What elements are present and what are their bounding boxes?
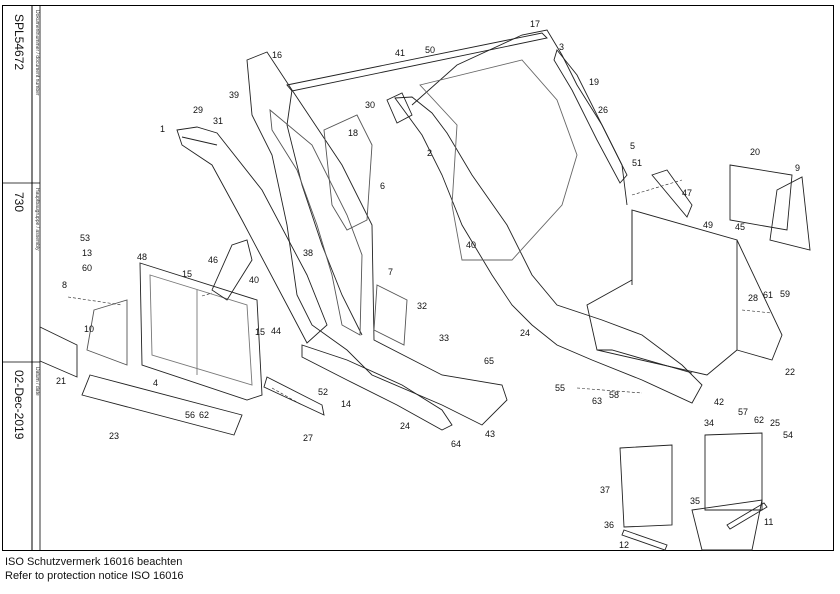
callout-label: 8 <box>62 280 67 290</box>
callout-label: 2 <box>427 148 432 158</box>
document-number-label: Dokumentnummer / document number <box>34 10 40 96</box>
callout-label: 55 <box>555 383 565 393</box>
footer-notes: ISO Schutzvermerk 16016 beachten Refer t… <box>5 555 184 583</box>
callout-label: 24 <box>400 421 410 431</box>
callout-label: 23 <box>109 431 119 441</box>
callout-label: 44 <box>271 326 281 336</box>
callout-label: 63 <box>592 396 602 406</box>
callout-label: 49 <box>703 220 713 230</box>
callout-label: 57 <box>738 407 748 417</box>
callout-label: 50 <box>425 45 435 55</box>
callout-label: 58 <box>609 390 619 400</box>
callout-label: 39 <box>229 90 239 100</box>
protection-notice-en: Refer to protection notice ISO 16016 <box>5 570 184 582</box>
callout-label: 24 <box>520 328 530 338</box>
callout-label: 9 <box>795 163 800 173</box>
callout-label: 38 <box>303 248 313 258</box>
callout-label: 32 <box>417 301 427 311</box>
callout-label: 12 <box>619 540 629 550</box>
callout-label: 15 <box>182 269 192 279</box>
callout-label: 34 <box>704 418 714 428</box>
callout-label: 1 <box>160 124 165 134</box>
callout-label: 6 <box>380 181 385 191</box>
assembly-number: 730 <box>12 192 26 213</box>
callout-label: 25 <box>770 418 780 428</box>
callout-label: 7 <box>388 267 393 277</box>
callout-label: 56 <box>185 410 195 420</box>
callout-label: 33 <box>439 333 449 343</box>
callout-label: 48 <box>137 252 147 262</box>
callout-label: 11 <box>764 517 773 527</box>
callout-label: 18 <box>348 128 358 138</box>
callout-label: 62 <box>754 415 764 425</box>
callout-label: 17 <box>530 19 540 29</box>
date-label: Datum / date <box>34 367 40 396</box>
exploded-parts <box>39 29 811 551</box>
callout-label: 20 <box>750 147 760 157</box>
callout-label: 53 <box>80 233 90 243</box>
callout-label: 61 <box>763 290 773 300</box>
callout-label: 40 <box>466 240 476 250</box>
date-value: 02-Dec-2019 <box>12 370 26 440</box>
callout-label: 22 <box>785 367 795 377</box>
callout-label: 51 <box>632 158 642 168</box>
protection-notice-de: ISO Schutzvermerk 16016 beachten <box>5 556 183 568</box>
callout-label: 40 <box>249 275 259 285</box>
callout-label: 65 <box>484 356 494 366</box>
callout-label: 26 <box>598 105 608 115</box>
callout-label: 10 <box>84 324 94 334</box>
callout-labels: 1 2 3 4 5 6 7 8 9 10 11 12 13 14 15 15 1… <box>56 19 800 550</box>
callout-label: 31 <box>213 116 223 126</box>
callout-label: 52 <box>318 387 328 397</box>
callout-label: 16 <box>272 50 282 60</box>
callout-label: 41 <box>395 48 405 58</box>
callout-label: 36 <box>604 520 614 530</box>
callout-label: 54 <box>783 430 793 440</box>
callout-label: 29 <box>193 105 203 115</box>
assembly-label: Hauptbaugruppe / assembly <box>34 188 40 251</box>
callout-label: 3 <box>559 42 564 52</box>
callout-label: 64 <box>451 439 461 449</box>
callout-label: 21 <box>56 376 66 386</box>
callout-label: 28 <box>748 293 758 303</box>
callout-label: 14 <box>341 399 351 409</box>
callout-label: 45 <box>735 222 745 232</box>
callout-label: 30 <box>365 100 375 110</box>
callout-label: 46 <box>208 255 218 265</box>
callout-label: 27 <box>303 433 313 443</box>
callout-label: 62 <box>199 410 209 420</box>
callout-label: 15 <box>255 327 265 337</box>
callout-label: 37 <box>600 485 610 495</box>
callout-label: 47 <box>682 188 692 198</box>
callout-label: 60 <box>82 263 92 273</box>
drawing-frame: 1 2 3 4 5 6 7 8 9 10 11 12 13 14 15 15 1… <box>2 5 834 551</box>
callout-label: 4 <box>153 378 158 388</box>
callout-label: 5 <box>630 141 635 151</box>
callout-label: 35 <box>690 496 700 506</box>
callout-label: 19 <box>589 77 599 87</box>
callout-label: 43 <box>485 429 495 439</box>
callout-label: 13 <box>82 248 92 258</box>
document-number: SPL54672 <box>12 14 26 71</box>
callout-label: 42 <box>714 397 724 407</box>
callout-label: 59 <box>780 289 790 299</box>
